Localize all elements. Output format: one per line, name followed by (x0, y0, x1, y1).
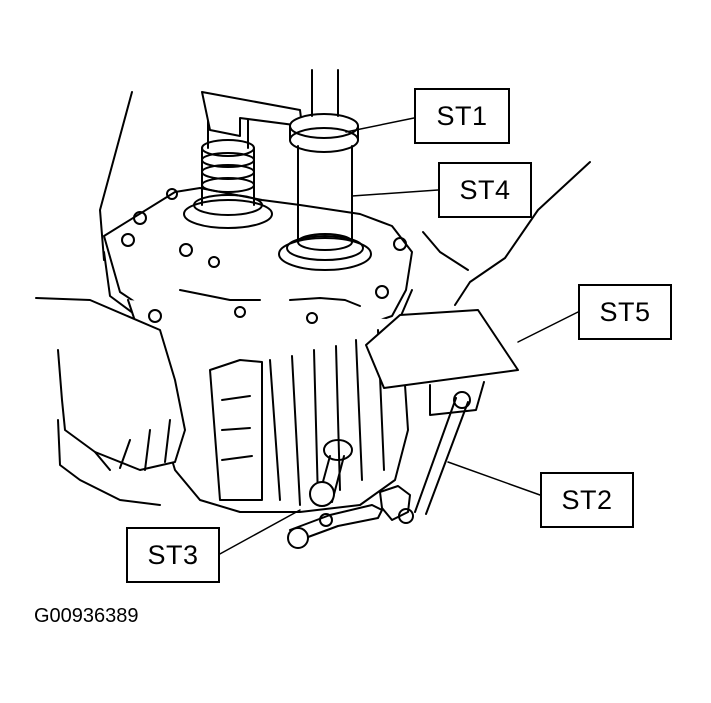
st2-bar (379, 391, 471, 524)
st5-plate (365, 309, 519, 416)
leader-lines (217, 117, 579, 556)
st1-bridge-plate (201, 91, 359, 153)
st3-handle (287, 439, 383, 549)
callout-st4: ST4 (438, 162, 532, 218)
worker-arm-outline (99, 91, 591, 306)
operator-hand (35, 297, 186, 506)
callout-st2: ST2 (540, 472, 634, 528)
callout-st3: ST3 (126, 527, 220, 583)
figure-id: G00936389 (34, 605, 139, 627)
callout-st5: ST5 (578, 284, 672, 340)
input-shaft (183, 117, 273, 229)
callout-st1: ST1 (414, 88, 510, 144)
transmission-case (103, 187, 413, 513)
st4-sleeve (278, 69, 372, 271)
